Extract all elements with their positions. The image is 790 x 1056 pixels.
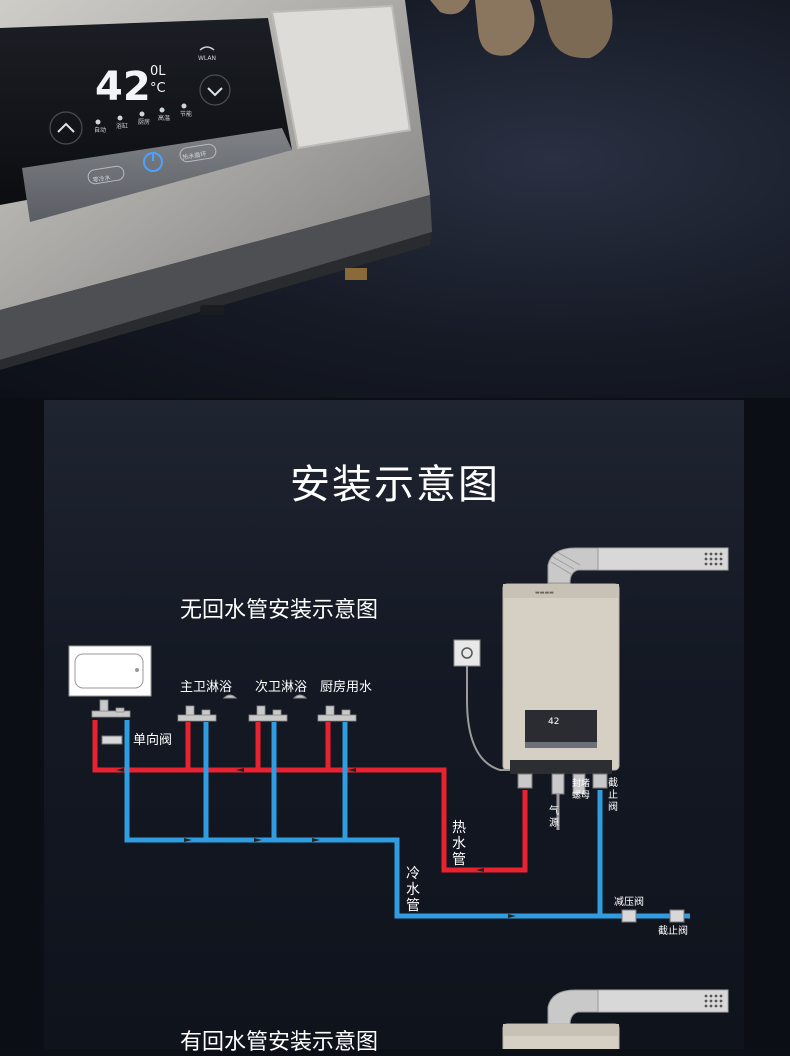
left-button-label: 零冷水 xyxy=(92,173,111,184)
svg-text:截: 截 xyxy=(608,776,618,789)
pressure-valve-icon xyxy=(621,909,637,923)
diagram2-title: 有回水管安装示意图 xyxy=(180,1030,379,1055)
flue-pipe xyxy=(547,989,729,1026)
svg-text:封堵: 封堵 xyxy=(572,777,590,789)
svg-text:热: 热 xyxy=(452,820,466,836)
svg-text:止: 止 xyxy=(608,789,618,801)
glove-shape xyxy=(475,0,535,56)
heater-fitting xyxy=(517,773,608,795)
unit-bottom: °C xyxy=(150,81,166,96)
wifi-icon xyxy=(199,46,215,51)
mode-icon xyxy=(181,103,187,109)
svg-text:螺母: 螺母 xyxy=(572,790,590,801)
right-function-button[interactable] xyxy=(179,143,217,163)
svg-text:管: 管 xyxy=(452,852,466,868)
pipe-fitting xyxy=(345,268,367,280)
mode-label: 浴缸 xyxy=(116,122,128,130)
label-master-shower: 主卫淋浴 xyxy=(180,680,232,695)
flow-arrow xyxy=(116,768,516,918)
mode-icons[interactable] xyxy=(95,103,187,125)
water-heater-unit: ▬▬▬▬ 42 xyxy=(502,583,620,774)
shower-head-icon xyxy=(222,694,308,699)
check-valve-icon xyxy=(101,735,123,745)
svg-text:▬▬▬▬: ▬▬▬▬ xyxy=(535,590,554,596)
wifi-label: WLAN xyxy=(198,55,216,62)
heater-display: 42 xyxy=(548,717,559,727)
mode-label: 节能 xyxy=(180,110,192,118)
right-button-label: 热水循环 xyxy=(182,150,207,162)
svg-text:冷: 冷 xyxy=(406,866,420,882)
label-hot-pipe: 热 水 管 xyxy=(452,820,466,868)
hero-product-image: 42 0L °C WLAN 自动 浴缸 厨房 高温 节能 零冷水 热水循环 xyxy=(0,0,790,398)
faucet-icon xyxy=(91,699,357,722)
down-arrow-icon[interactable] xyxy=(207,87,223,97)
mode-label: 自动 xyxy=(94,126,106,134)
up-arrow-icon[interactable] xyxy=(57,122,75,133)
glove-shape xyxy=(430,0,470,15)
mode-icon xyxy=(95,119,101,125)
power-icon[interactable] xyxy=(143,152,163,172)
heater-side xyxy=(0,195,432,360)
label-seal-nut: 封堵 螺母 xyxy=(572,777,590,801)
label-second-shower: 次卫淋浴 xyxy=(255,679,307,695)
water-heater-unit xyxy=(502,1023,620,1049)
mode-icon xyxy=(159,107,165,113)
svg-text:源: 源 xyxy=(549,816,559,829)
svg-text:水: 水 xyxy=(452,836,466,852)
unit-top: 0L xyxy=(150,64,166,79)
control-strip xyxy=(22,128,292,222)
cold-water-pipe xyxy=(124,720,690,919)
label-pressure-valve: 减压阀 xyxy=(614,895,644,908)
mode-icon xyxy=(139,111,145,117)
install-panel xyxy=(44,400,744,1049)
flue-pipe xyxy=(547,547,729,584)
temperature-display: 42 xyxy=(95,64,151,110)
label-gas-source: 气 源 xyxy=(549,804,559,829)
label-cold-pipe: 冷 水 管 xyxy=(406,866,420,914)
bathtub-icon xyxy=(68,645,152,697)
gas-socket xyxy=(453,639,510,771)
hot-water-pipe xyxy=(92,720,528,873)
mode-icon xyxy=(117,115,123,121)
side-panel xyxy=(270,4,412,150)
pipe-fitting xyxy=(200,305,224,315)
glove-shape xyxy=(540,0,613,59)
svg-text:阀: 阀 xyxy=(608,800,618,813)
label-check-valve: 单向阀 xyxy=(133,732,172,748)
diagram1-title: 无回水管安装示意图 xyxy=(180,598,379,623)
svg-text:管: 管 xyxy=(406,898,420,914)
svg-text:气: 气 xyxy=(549,804,559,817)
mode-label: 高温 xyxy=(158,114,170,122)
left-function-button[interactable] xyxy=(87,165,125,185)
shutoff-valve-icon xyxy=(669,909,685,923)
heater-display-panel xyxy=(525,710,597,742)
page-title: 安装示意图 xyxy=(290,462,500,508)
label-shutoff-valve-vertical: 截 止 阀 xyxy=(608,776,618,813)
label-kitchen-water: 厨房用水 xyxy=(320,679,372,695)
svg-text:水: 水 xyxy=(406,882,420,898)
mode-label: 厨房 xyxy=(138,118,150,126)
water-heater-closeup: 42 0L °C WLAN 自动 浴缸 厨房 高温 节能 零冷水 热水循环 xyxy=(0,0,613,370)
label-shutoff-valve: 截止阀 xyxy=(658,924,688,937)
